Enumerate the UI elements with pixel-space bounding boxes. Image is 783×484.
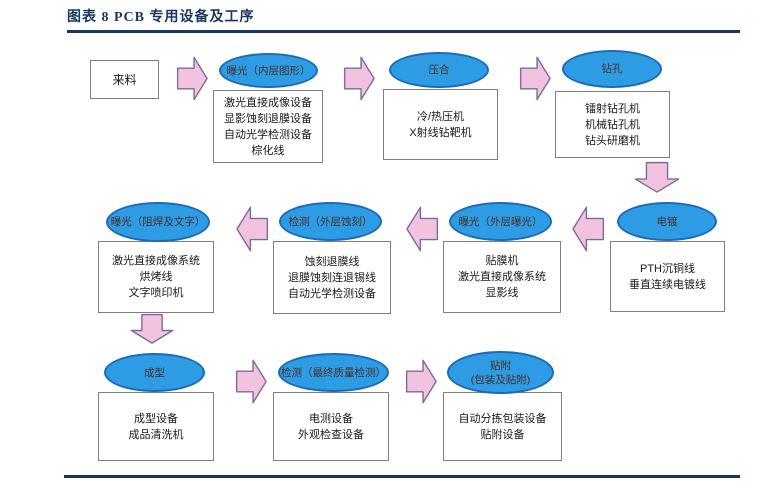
- arrow-down-icon: [634, 162, 680, 193]
- equipment-line: 棕化线: [251, 144, 285, 157]
- stage-label: 曝光（外层曝光）: [458, 215, 543, 228]
- equipment-box-attach: 自动分拣包装设备 贴附设备: [443, 392, 562, 461]
- equipment-line: 电测设备: [309, 412, 353, 425]
- equipment-line: 贴附设备: [480, 428, 525, 441]
- stage-ellipse-expose-inner: 曝光（内层图形）: [219, 53, 318, 88]
- stage-ellipse-attach: 贴附 (包装及贴附): [447, 351, 554, 394]
- equipment-line: 机械钻孔机: [585, 118, 640, 131]
- equipment-line: 自动光学检测设备: [224, 128, 312, 141]
- equipment-box-drilling: 镭射钻孔机 机械钻孔机 钻头研磨机: [555, 91, 670, 158]
- arrow-right-icon: [236, 359, 267, 404]
- stage-label: 成型: [144, 366, 165, 379]
- equipment-box-inspect-final: 电测设备 外观检查设备: [273, 392, 389, 461]
- start-node-incoming-material: 来料: [90, 60, 159, 99]
- equipment-box-expose-soldermask: 激光直接成像系统 烘烤线 文字喷印机: [98, 241, 214, 313]
- arrow-down-icon: [130, 314, 174, 344]
- figure-title: 图表 8 PCB 专用设备及工序: [67, 10, 255, 25]
- stage-sublabel: (包装及贴附): [470, 373, 531, 386]
- stage-ellipse-lamination: 压合: [389, 52, 489, 88]
- equipment-line: 冷/热压机: [416, 110, 465, 123]
- arrow-left-icon: [236, 206, 268, 252]
- stage-ellipse-expose-soldermask: 曝光（阻焊及文字）: [106, 202, 210, 242]
- arrow-right-icon: [406, 359, 437, 404]
- equipment-box-lamination: 冷/热压机 X射线钻靶机: [383, 89, 498, 160]
- stage-label: 曝光（阻焊及文字）: [110, 216, 206, 228]
- equipment-box-plating: PTH沉铜线 垂直连续电镀线: [610, 241, 725, 312]
- equipment-line: 镭射钻孔机: [585, 102, 640, 115]
- stage-ellipse-drilling: 钻孔: [562, 50, 662, 88]
- equipment-line: 贴膜机: [485, 255, 519, 267]
- stage-label: 曝光（内层图形）: [226, 64, 311, 77]
- equipment-box-expose-inner: 激光直接成像设备 显影蚀刻退膜设备 自动光学检测设备 棕化线: [213, 90, 323, 163]
- arrow-right-icon: [344, 56, 375, 101]
- arrow-left-icon: [572, 206, 604, 252]
- stage-ellipse-inspect-final: 检测（最终质量检测）: [278, 353, 389, 392]
- equipment-line: 激光直接成像设备: [224, 96, 312, 109]
- equipment-line: 成型设备: [134, 412, 178, 425]
- equipment-line: 外观检查设备: [298, 428, 364, 441]
- equipment-box-inspect-outer-etch: 蚀刻退膜线 退膜蚀刻连退锡线 自动光学检测设备: [273, 241, 391, 314]
- equipment-line: 自动分拣包装设备: [458, 412, 547, 425]
- equipment-line: 文字喷印机: [128, 287, 184, 299]
- arrow-left-icon: [406, 206, 438, 252]
- stage-ellipse-plating: 电镀: [617, 202, 717, 241]
- equipment-box-forming: 成型设备 成品清洗机: [98, 392, 214, 461]
- equipment-line: 自动光学检测设备: [288, 287, 376, 300]
- stage-label: 贴附: [490, 359, 511, 372]
- arrow-right-icon: [520, 56, 551, 101]
- footer-rule: [64, 475, 740, 478]
- equipment-line: X射线钻靶机: [409, 126, 472, 139]
- equipment-line: 烘烤线: [139, 271, 173, 283]
- arrow-right-icon: [177, 56, 208, 101]
- equipment-line: 激光直接成像系统: [458, 271, 546, 283]
- stage-ellipse-inspect-outer-etch: 检测（外层蚀刻）: [279, 202, 382, 241]
- title-underline: [67, 30, 740, 33]
- stage-ellipse-expose-outer: 曝光（外层曝光）: [449, 202, 552, 241]
- stage-label: 钻孔: [601, 63, 623, 75]
- equipment-line: 蚀刻退膜线: [304, 255, 360, 268]
- equipment-line: 激光直接成像系统: [112, 255, 200, 267]
- equipment-line: 退膜蚀刻连退锡线: [288, 271, 376, 284]
- equipment-line: PTH沉铜线: [640, 262, 695, 275]
- stage-label: 压合: [428, 64, 450, 76]
- equipment-line: 显影蚀刻退膜设备: [224, 112, 312, 125]
- stage-label: 电镀: [656, 215, 678, 228]
- equipment-line: 钻头研磨机: [585, 134, 640, 147]
- stage-label: 检测（最终质量检测）: [281, 366, 386, 379]
- equipment-line: 成品清洗机: [128, 428, 184, 441]
- equipment-line: 显影线: [485, 287, 519, 299]
- equipment-box-expose-outer: 贴膜机 激光直接成像系统 显影线: [443, 241, 561, 313]
- stage-ellipse-forming: 成型: [104, 353, 205, 392]
- stage-label: 检测（外层蚀刻）: [288, 215, 373, 228]
- equipment-line: 垂直连续电镀线: [629, 278, 706, 291]
- start-node-label: 来料: [112, 73, 137, 87]
